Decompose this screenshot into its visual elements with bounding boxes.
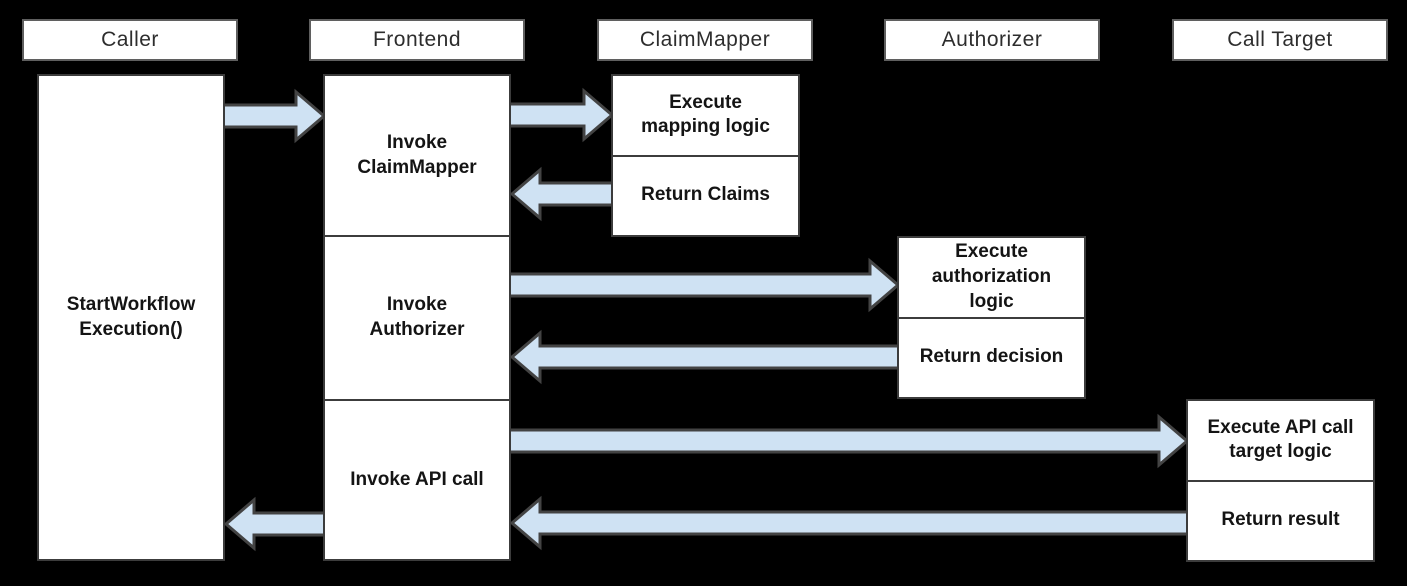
- activation-claimmapper: Execute mapping logic Return Claims: [611, 74, 800, 237]
- activation-frontend: Invoke ClaimMapper Invoke Authorizer Inv…: [323, 74, 511, 561]
- arrow-claimmapper-to-frontend: [509, 166, 622, 222]
- step-startworkflowexecution: StartWorkflow Execution(): [66, 293, 196, 340]
- lane-header-authorizer: Authorizer: [884, 19, 1100, 61]
- arrow-caller-to-frontend: [213, 88, 327, 144]
- lane-header-caller: Caller: [22, 19, 238, 61]
- arrow-frontend-to-claimmapper: [501, 87, 615, 143]
- step-return-decision: Return decision: [899, 316, 1084, 398]
- lane-header-calltarget: Call Target: [1172, 19, 1388, 61]
- lane-header-frontend: Frontend: [309, 19, 525, 61]
- step-execute-api-call-target-logic: Execute API call target logic: [1207, 416, 1354, 463]
- lane-header-label: ClaimMapper: [639, 28, 771, 51]
- arrow-frontend-to-authorizer: [501, 257, 901, 313]
- arrow-frontend-to-calltarget: [501, 413, 1190, 469]
- lane-header-claimmapper: ClaimMapper: [597, 19, 813, 61]
- arrow-calltarget-to-frontend: [509, 495, 1197, 551]
- step-invoke-claimmapper: Invoke ClaimMapper: [357, 131, 477, 178]
- lane-header-label: Authorizer: [941, 28, 1043, 51]
- lane-header-label: Caller: [101, 28, 159, 51]
- lane-header-label: Call Target: [1227, 28, 1333, 51]
- step-invoke-api-call: Invoke API call: [325, 399, 509, 559]
- activation-caller: StartWorkflow Execution(): [37, 74, 225, 561]
- step-execute-mapping-logic: Execute mapping logic: [641, 91, 770, 138]
- step-return-result: Return result: [1188, 479, 1373, 561]
- step-invoke-authorizer: Invoke Authorizer: [325, 235, 509, 399]
- lane-header-label: Frontend: [372, 28, 462, 51]
- activation-calltarget: Execute API call target logic Return res…: [1186, 399, 1375, 562]
- arrow-authorizer-to-frontend: [509, 329, 908, 385]
- activation-authorizer: Execute authorization logic Return decis…: [897, 236, 1086, 399]
- arrow-frontend-to-caller: [223, 496, 334, 552]
- step-return-claims: Return Claims: [613, 154, 798, 236]
- step-execute-authorization-logic: Execute authorization logic: [931, 241, 1052, 312]
